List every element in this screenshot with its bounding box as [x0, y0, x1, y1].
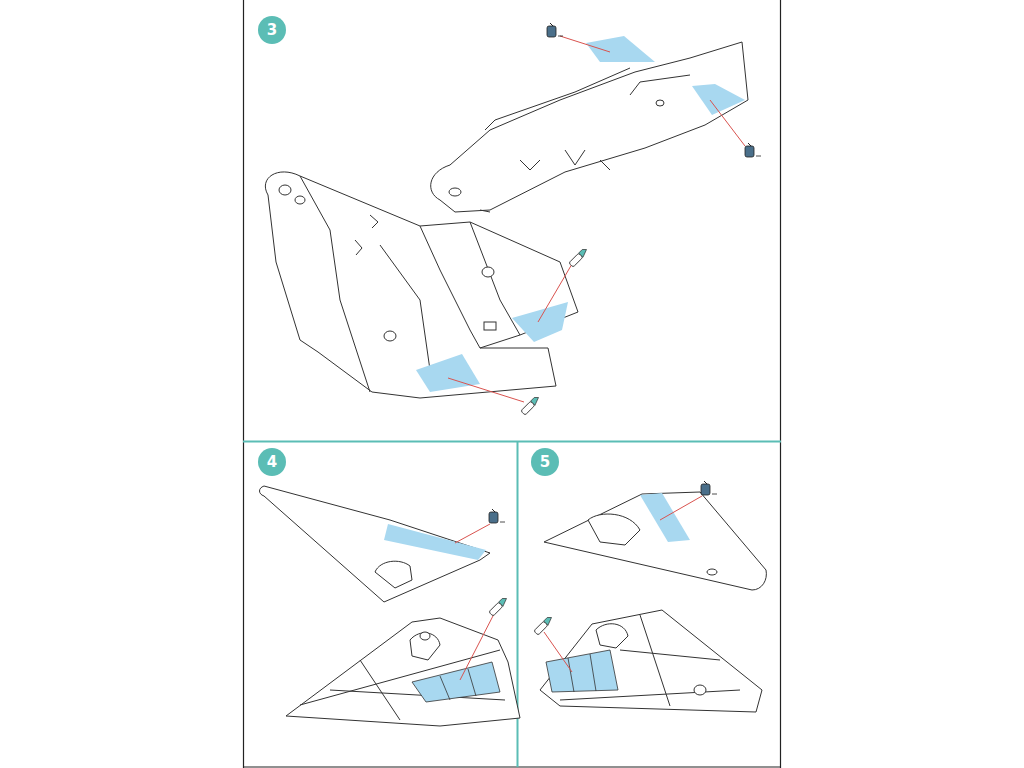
- frame-left: [243, 0, 244, 768]
- mask-area: [546, 493, 690, 692]
- knife-icon: [489, 596, 509, 616]
- tape-icon: [489, 509, 505, 523]
- fuselage-half: [265, 172, 578, 398]
- mask-area: [384, 524, 500, 702]
- mask-area: [416, 302, 568, 392]
- fuselage-hole: [482, 267, 494, 277]
- wing-hole: [707, 569, 717, 575]
- knife-blade: [531, 395, 541, 405]
- mask-divider: [590, 654, 596, 691]
- leader-line: [448, 378, 524, 402]
- fuselage-hole: [295, 196, 305, 204]
- frame-right: [780, 0, 781, 768]
- fuselage-detail: [520, 150, 585, 170]
- step-number-text: 5: [540, 455, 550, 470]
- wing-part: [260, 486, 521, 726]
- step-number: 5: [531, 448, 559, 476]
- leader-line: [560, 36, 610, 52]
- mask-area: [546, 650, 618, 692]
- fuselage-hole: [656, 100, 664, 106]
- leader-line: [544, 632, 572, 672]
- mask-divider: [568, 658, 574, 692]
- panel-divider: [243, 441, 781, 443]
- leader-lines: [448, 36, 745, 680]
- frame: [243, 0, 781, 768]
- fuselage-outline: [265, 172, 578, 398]
- mask-area: [384, 524, 486, 560]
- wing-outline: [286, 618, 520, 726]
- knife-icon: [569, 247, 589, 267]
- fuselage-half: [431, 42, 748, 212]
- tape-roll: [489, 512, 498, 523]
- frame-bottom: [243, 766, 781, 767]
- wing-cutout: [375, 561, 412, 588]
- tape-end: [550, 23, 553, 26]
- knife-icon: [534, 615, 554, 635]
- leader-line: [710, 100, 745, 146]
- mask-divider: [468, 669, 476, 696]
- tape-icon: [745, 143, 761, 157]
- fuselage-hole: [449, 188, 461, 196]
- fuselage-outline: [431, 42, 748, 212]
- wing-cutout: [588, 514, 640, 545]
- fuselage-panel-line: [420, 226, 480, 348]
- wing-cutout: [410, 633, 440, 660]
- wing-outline: [260, 486, 491, 602]
- mask-area: [586, 36, 745, 115]
- tape-end: [748, 143, 751, 146]
- wing-part: [540, 492, 766, 712]
- fuselage-detail: [484, 322, 496, 330]
- knife-blade: [579, 247, 589, 257]
- knife-blade: [544, 615, 554, 625]
- wing-outline: [540, 610, 762, 712]
- fuselage-hole: [279, 185, 291, 195]
- tape-roll: [547, 26, 556, 37]
- tape-mark: [712, 494, 717, 495]
- knife-blade: [499, 596, 509, 606]
- tape-roll: [701, 484, 710, 495]
- fuselage-rim: [485, 68, 630, 130]
- wing-hole: [694, 685, 706, 695]
- tape-icon: [701, 481, 717, 495]
- tape-mark: [500, 522, 505, 523]
- mask-area: [586, 36, 655, 62]
- fuselage-hole: [384, 331, 396, 341]
- fuselage-panel-line: [380, 245, 430, 370]
- tape-mark: [756, 156, 761, 157]
- leader-line: [455, 524, 490, 543]
- fuselage-rim: [630, 75, 690, 95]
- wing-panel-line: [300, 650, 505, 720]
- leader-line: [538, 264, 572, 322]
- tape-end: [492, 509, 495, 512]
- tape-roll: [745, 146, 754, 157]
- knife-icon: [521, 395, 541, 415]
- mask-divider: [440, 676, 450, 700]
- wing-hole: [420, 632, 430, 640]
- wing-cutout: [596, 624, 628, 648]
- mask-area: [416, 354, 480, 392]
- fuselage-detail: [480, 160, 610, 212]
- fuselage-panel-line: [300, 176, 370, 392]
- mask-area: [512, 302, 568, 342]
- wing-outline: [544, 492, 766, 590]
- tape-end: [704, 481, 707, 484]
- fuselage-detail: [355, 215, 378, 255]
- tape-icon: [547, 23, 563, 37]
- mask-area: [412, 662, 500, 702]
- step-number-text: 4: [267, 455, 277, 470]
- leader-line: [460, 612, 495, 680]
- leader-line: [660, 496, 702, 520]
- step-number-text: 3: [267, 23, 277, 38]
- step-number: 4: [258, 448, 286, 476]
- step-number: 3: [258, 16, 286, 44]
- tape-mark: [558, 36, 563, 37]
